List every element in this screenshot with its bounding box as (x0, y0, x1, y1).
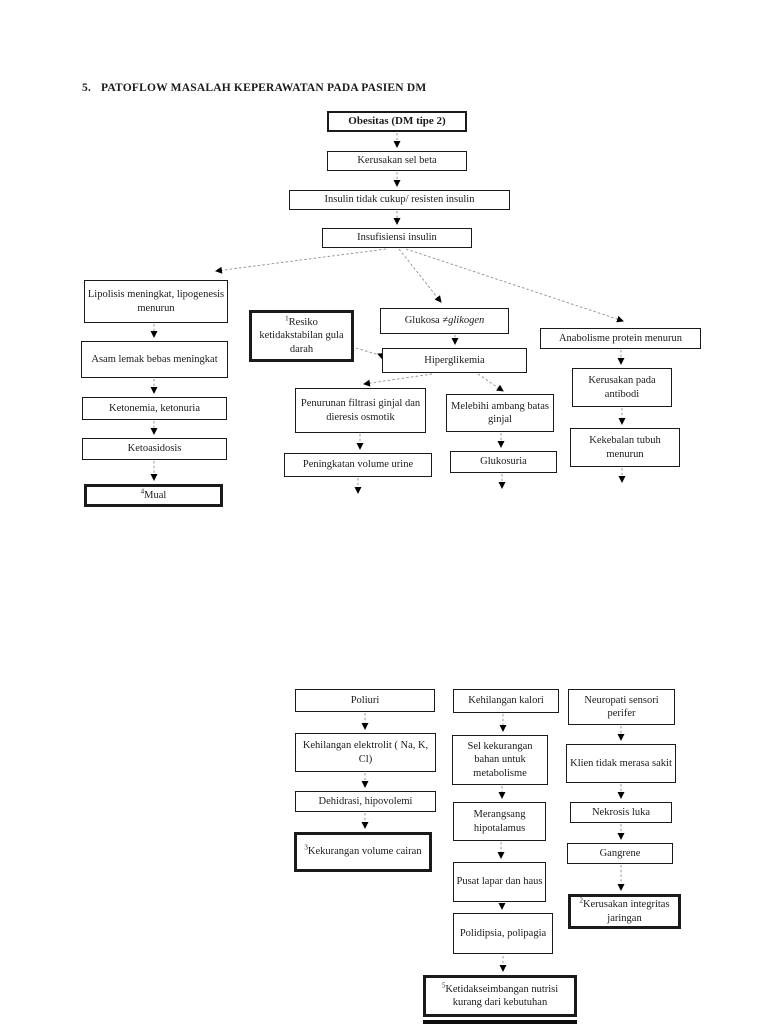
box-polidipsia: Polidipsia, polipagia (453, 913, 553, 954)
box-pusat-lapar-haus: Pusat lapar dan haus (453, 862, 546, 902)
box-poliuri: Poliuri (295, 689, 435, 712)
box-ketoasidosis: Ketoasidosis (82, 438, 227, 460)
box-kerusakan-antibodi: Kerusakan pada antibodi (572, 368, 672, 407)
box-sel-kekurangan: Sel kekurangan bahan untuk metabolisme (452, 735, 548, 785)
box-obesitas: Obesitas (DM tipe 2) (327, 111, 467, 132)
box-insufisiensi-insulin: Insufisiensi insulin (322, 228, 472, 248)
box-lipolisis: Lipolisis meningkat, lipogenesis menurun (84, 280, 228, 323)
box-kekebalan-tubuh: Kekebalan tubuh menurun (570, 428, 680, 467)
box-peningkatan-volume-urine: Peningkatan volume urine (284, 453, 432, 477)
box-kerusakan-integritas-jaringan: 2Kerusakan integritas jaringan (568, 894, 681, 929)
box-anabolisme-protein: Anabolisme protein menurun (540, 328, 701, 349)
box-penurunan-filtrasi: Penurunan filtrasi ginjal dan dieresis o… (295, 388, 426, 433)
box-ketidakseimbangan-nutrisi: 5Ketidakseimbangan nutrisi kurang dari k… (423, 975, 577, 1017)
box-glukosuria: Glukosuria (450, 451, 557, 473)
box-neuropati-sensori: Neuropati sensori perifer (568, 689, 675, 725)
box-ketonemia: Ketonemia, ketonuria (82, 397, 227, 420)
box-nekrosis-luka: Nekrosis luka (570, 802, 672, 823)
box-glukosa-glikogen: Glukosa ≠glikogen (380, 308, 509, 334)
box-kehilangan-elektrolit: Kehilangan elektrolit ( Na, K, Cl) (295, 733, 436, 772)
box-resiko-ketidakstabilan-gula-darah: 1Resiko ketidakstabilan gula darah (249, 310, 354, 362)
box-kerusakan-sel-beta: Kerusakan sel beta (327, 151, 467, 171)
box-mual: 4Mual (84, 484, 223, 507)
box-insulin-tidak-cukup: Insulin tidak cukup/ resisten insulin (289, 190, 510, 210)
box-asam-lemak: Asam lemak bebas meningkat (81, 341, 228, 378)
box-hiperglikemia: Hiperglikemia (382, 348, 527, 373)
box-kehilangan-kalori: Kehilangan kalori (453, 689, 559, 713)
box-merangsang-hipotalamus: Merangsang hipotalamus (453, 802, 546, 841)
box-melebihi-ambang: Melebihi ambang batas ginjal (446, 394, 554, 432)
box-dehidrasi: Dehidrasi, hipovolemi (295, 791, 436, 812)
box-klien-tidak-merasa-sakit: Klien tidak merasa sakit (566, 744, 676, 783)
page-title: 5. PATOFLOW MASALAH KEPERAWATAN PADA PASI… (82, 82, 426, 94)
page-title-text: PATOFLOW MASALAH KEPERAWATAN PADA PASIEN… (101, 82, 427, 94)
box-gangrene: Gangrene (567, 843, 673, 864)
cut-off-box-top-edge (423, 1020, 577, 1024)
box-kekurangan-volume-cairan: 3Kekurangan volume cairan (294, 832, 432, 872)
page-title-number: 5. (82, 82, 92, 94)
